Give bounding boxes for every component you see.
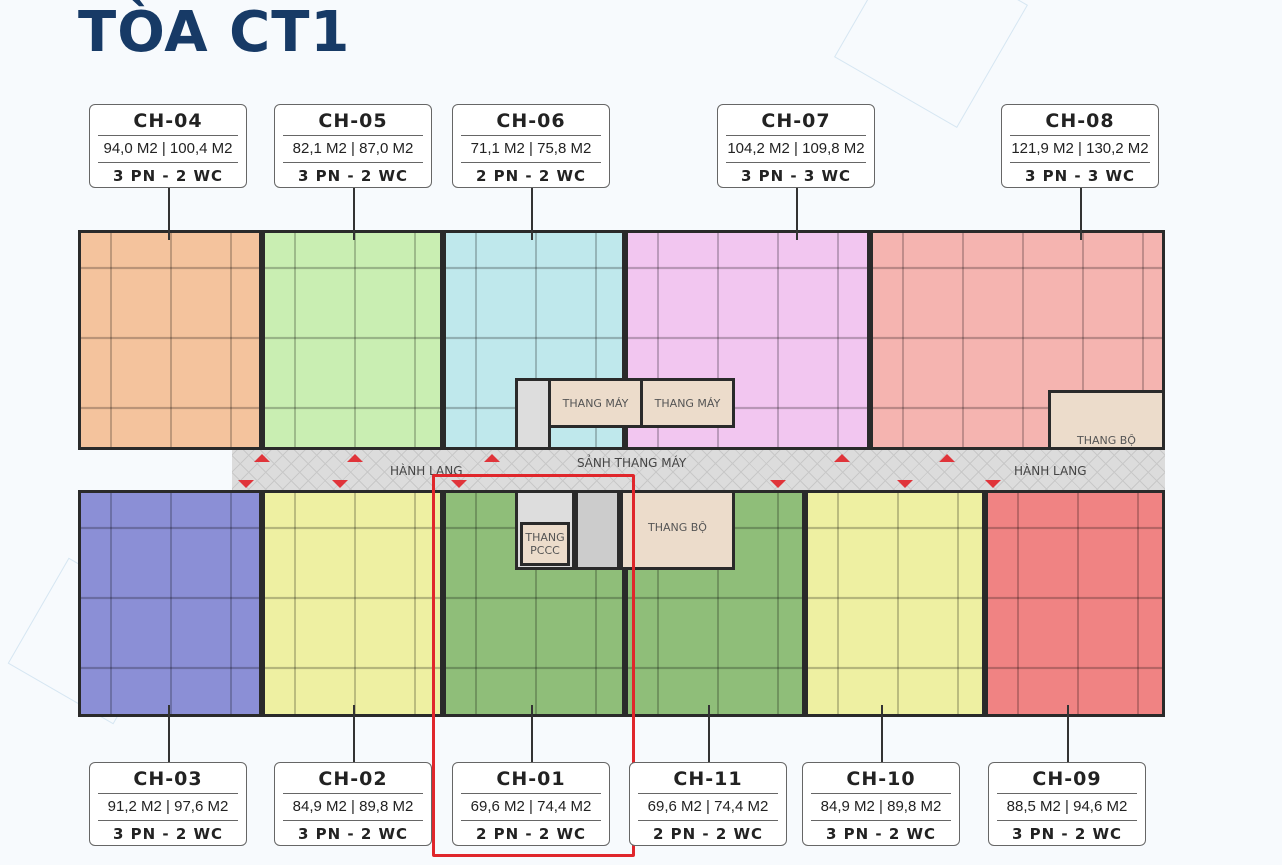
corridor: HÀNH LANG SẢNH THANG MÁY HÀNH LANG <box>232 450 1165 490</box>
unit-code: CH-07 <box>726 105 866 136</box>
unit-code: CH-01 <box>461 763 601 794</box>
elevator-2: THANG MÁY <box>640 378 735 428</box>
unit-rooms: 3 PN - 2 WC <box>112 825 224 843</box>
unit-rooms: 3 PN - 3 WC <box>740 167 852 185</box>
unit-area: 94,0 M2 | 100,4 M2 <box>98 136 238 163</box>
elevator-1: THANG MÁY <box>548 378 643 428</box>
leader-line <box>1067 705 1069 762</box>
unit-rooms: 3 PN - 2 WC <box>112 167 224 185</box>
unit-ch-09[interactable] <box>985 490 1165 717</box>
leader-line <box>881 705 883 762</box>
entrance-arrow <box>985 480 1001 488</box>
unit-area: 84,9 M2 | 89,8 M2 <box>283 794 423 821</box>
unit-rooms: 3 PN - 2 WC <box>825 825 937 843</box>
unit-ch-03[interactable] <box>78 490 262 717</box>
service-room <box>515 378 551 450</box>
entrance-arrow <box>254 454 270 462</box>
leader-line <box>168 188 170 240</box>
unit-code: CH-04 <box>98 105 238 136</box>
unit-area: 82,1 M2 | 87,0 M2 <box>283 136 423 163</box>
unit-rooms: 2 PN - 2 WC <box>652 825 764 843</box>
unit-rooms: 3 PN - 3 WC <box>1024 167 1136 185</box>
entrance-arrow <box>332 480 348 488</box>
unit-ch-04[interactable] <box>78 230 262 450</box>
leader-line <box>708 705 710 762</box>
leader-line <box>1080 188 1082 240</box>
leader-line <box>353 705 355 762</box>
unit-rooms: 3 PN - 2 WC <box>1011 825 1123 843</box>
unit-code: CH-02 <box>283 763 423 794</box>
unit-code: CH-08 <box>1010 105 1150 136</box>
unit-area: 88,5 M2 | 94,6 M2 <box>997 794 1137 821</box>
unit-area: 71,1 M2 | 75,8 M2 <box>461 136 601 163</box>
unit-rooms: 3 PN - 2 WC <box>297 825 409 843</box>
unit-rooms: 3 PN - 2 WC <box>297 167 409 185</box>
unit-rooms: 2 PN - 2 WC <box>475 167 587 185</box>
entrance-arrow <box>451 480 467 488</box>
entrance-arrow <box>897 480 913 488</box>
stair-right: THANG BỘ <box>1048 390 1165 450</box>
entrance-arrow <box>770 480 786 488</box>
unit-ch-10[interactable] <box>805 490 985 717</box>
entrance-arrow <box>834 454 850 462</box>
unit-code: CH-10 <box>811 763 951 794</box>
building-title: TÒA CT1 <box>78 0 351 65</box>
leader-line <box>531 188 533 240</box>
shaft <box>575 490 620 570</box>
unit-code: CH-11 <box>638 763 778 794</box>
unit-code: CH-06 <box>461 105 601 136</box>
unit-ch-02[interactable] <box>262 490 443 717</box>
unit-area: 104,2 M2 | 109,8 M2 <box>726 136 866 163</box>
unit-area: 121,9 M2 | 130,2 M2 <box>1010 136 1150 163</box>
unit-area: 91,2 M2 | 97,6 M2 <box>98 794 238 821</box>
stair-center: THANG BỘ <box>620 490 735 570</box>
unit-code: CH-09 <box>997 763 1137 794</box>
unit-code: CH-05 <box>283 105 423 136</box>
entrance-arrow <box>939 454 955 462</box>
leader-line <box>168 705 170 762</box>
unit-rooms: 2 PN - 2 WC <box>475 825 587 843</box>
unit-area: 69,6 M2 | 74,4 M2 <box>638 794 778 821</box>
entrance-arrow <box>238 480 254 488</box>
corridor-label-right: HÀNH LANG <box>1014 464 1087 478</box>
unit-area: 84,9 M2 | 89,8 M2 <box>811 794 951 821</box>
fire-elevator: THANG PCCC <box>520 522 570 566</box>
unit-code: CH-03 <box>98 763 238 794</box>
leader-line <box>353 188 355 240</box>
entrance-arrow <box>484 454 500 462</box>
unit-ch-05[interactable] <box>262 230 443 450</box>
lobby-label: SẢNH THANG MÁY <box>577 456 687 470</box>
entrance-arrow <box>347 454 363 462</box>
leader-line <box>796 188 798 240</box>
leader-line <box>531 705 533 762</box>
unit-area: 69,6 M2 | 74,4 M2 <box>461 794 601 821</box>
highlight-frame-ch-01 <box>432 474 635 857</box>
